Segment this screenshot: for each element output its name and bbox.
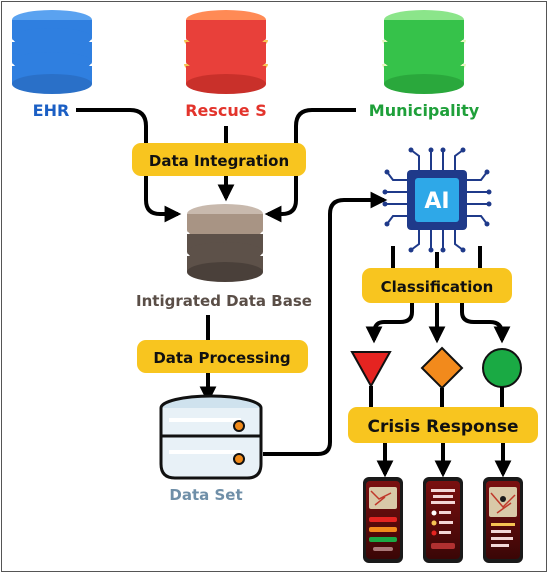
source-label-municipality: Municipality (369, 101, 480, 120)
ehr-database-icon (10, 10, 94, 94)
data-integration-box: Data Integration (132, 143, 306, 176)
orange-diamond-icon (420, 346, 464, 390)
shape-connectors (369, 386, 504, 407)
source-label-ehr: EHR (33, 101, 70, 120)
response-connectors (376, 443, 512, 478)
data-integration-label: Data Integration (149, 152, 289, 170)
dataset-to-ai-connector (263, 191, 388, 456)
municipality-database-icon (382, 10, 466, 94)
classification-box: Classification (362, 268, 512, 303)
phone-icon-right (483, 477, 523, 563)
data-processing-box: Data Processing (137, 340, 308, 373)
ai-label: AI (424, 189, 449, 214)
classification-connectors (365, 303, 511, 344)
crisis-response-label: Crisis Response (367, 417, 518, 437)
red-triangle-icon (350, 351, 392, 389)
data-processing-label: Data Processing (153, 349, 290, 367)
classification-label: Classification (381, 278, 494, 296)
data-set-server-icon (159, 394, 263, 480)
integrated-database-icon (185, 204, 265, 282)
source-label-rescue: Rescue S (185, 101, 267, 120)
integrated-db-label: Intigrated Data Base (136, 292, 312, 310)
ai-connectors (391, 246, 482, 268)
phone-icon-middle (423, 477, 463, 563)
green-circle-icon (482, 348, 522, 388)
ai-chip-icon: AI (382, 147, 492, 253)
data-set-label: Data Set (169, 486, 242, 504)
phone-icon-left (363, 477, 403, 563)
rescue-database-icon (184, 10, 268, 94)
crisis-response-box: Crisis Response (348, 407, 538, 443)
